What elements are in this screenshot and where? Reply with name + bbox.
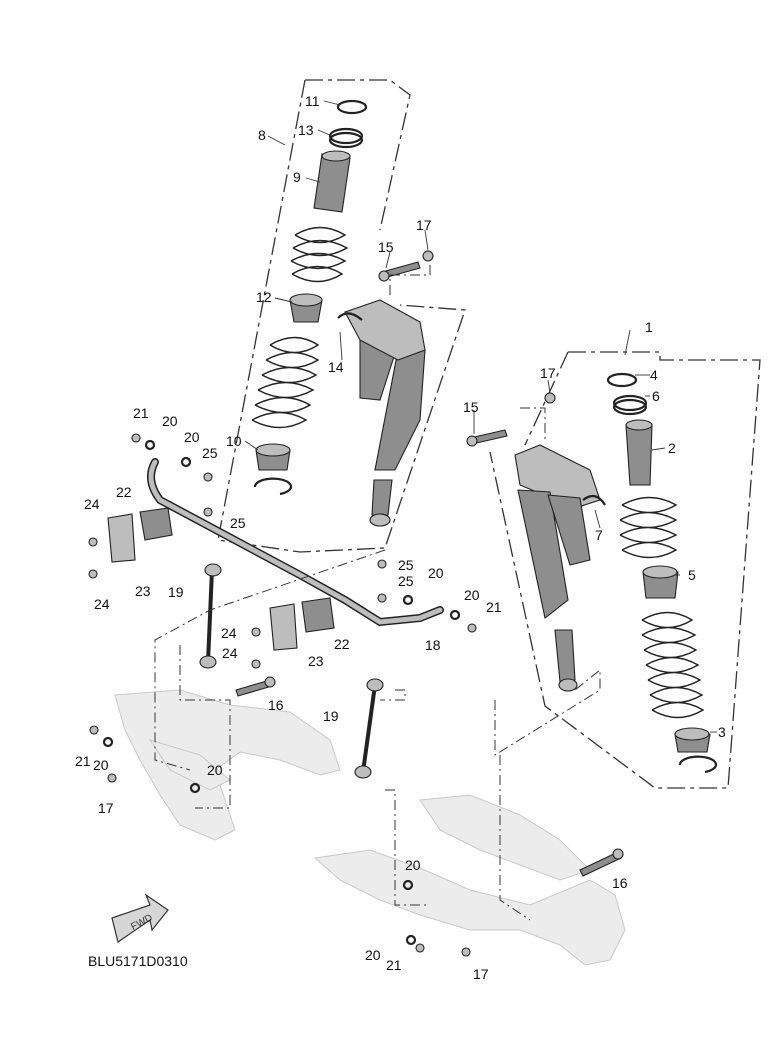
stabilizer-bushing-22-left (107, 507, 173, 563)
stabilizer-link-19-left (199, 563, 222, 669)
callout-10: 10 (226, 433, 242, 449)
callout-13: 13 (298, 122, 314, 138)
callout-20-e: 20 (93, 757, 109, 773)
callout-2: 2 (668, 440, 676, 456)
callout-23-left: 23 (135, 583, 151, 599)
callout-4: 4 (650, 367, 658, 383)
left-spring-seat-10 (253, 443, 293, 496)
left-spring-stopper-12 (289, 293, 323, 323)
callout-17-left-bottom: 17 (98, 800, 114, 816)
left-hose-clamp-14 (337, 312, 363, 321)
callout-12: 12 (256, 289, 272, 305)
callout-5: 5 (688, 567, 696, 583)
leader-lines (244, 100, 717, 733)
callout-22-right: 22 (334, 636, 350, 652)
callout-20-h: 20 (365, 947, 381, 963)
callout-20-c: 20 (428, 565, 444, 581)
left-upper-spring (290, 226, 349, 283)
callout-15-left: 15 (378, 239, 394, 255)
callout-11: 11 (305, 93, 320, 109)
callout-6: 6 (652, 388, 660, 404)
group-frame-left-shock (217, 79, 466, 553)
bolt-16-left (235, 676, 276, 697)
callout-7: 7 (595, 527, 603, 543)
left-lower-spring (251, 336, 320, 429)
right-hose-clamp-7 (582, 494, 606, 506)
right-spring-retainer-ring-4 (606, 372, 638, 388)
callout-15-right: 15 (463, 399, 479, 415)
nut-17-left (422, 250, 434, 262)
stabilizer-link-19-right (354, 678, 384, 779)
stabilizer-bushing-22-right (269, 597, 335, 651)
callout-1: 1 (645, 319, 653, 335)
left-spring-collar-13 (328, 127, 364, 149)
group-frame-right-shock (489, 351, 761, 789)
callout-17-right-bottom: 17 (473, 966, 489, 982)
fwd-arrow-icon: FWD (111, 893, 169, 943)
left-spring-retainer-ring-11 (336, 99, 368, 115)
callout-3: 3 (718, 724, 726, 740)
callout-21-a: 21 (133, 405, 149, 421)
callout-16-left: 16 (268, 697, 284, 713)
callouts: 1 2 3 4 5 6 7 8 9 10 11 12 13 14 15 15 1… (75, 93, 726, 982)
callout-20-a: 20 (162, 413, 178, 429)
right-shock-body (514, 444, 601, 692)
callout-24-c: 24 (221, 625, 237, 641)
left-shock-body (344, 299, 426, 527)
callout-20-g: 20 (405, 857, 421, 873)
connection-lines (154, 262, 601, 921)
callout-20-d: 20 (464, 587, 480, 603)
callout-25-c: 25 (398, 557, 414, 573)
bolt-16-right (579, 848, 624, 877)
right-lower-spring (641, 611, 705, 719)
callout-25-d: 25 (398, 573, 414, 589)
callout-9: 9 (293, 169, 301, 185)
right-upper-spring (619, 496, 678, 559)
callout-24-a: 24 (84, 496, 100, 512)
left-spring-guide-9 (313, 150, 351, 213)
callout-21-b: 21 (486, 599, 502, 615)
callout-21-d: 21 (386, 957, 402, 973)
callout-23-right: 23 (308, 653, 324, 669)
callout-18: 18 (425, 637, 441, 653)
diagram-code: BLU5171D0310 (88, 953, 188, 969)
callout-25-a: 25 (202, 445, 218, 461)
right-spring-seat-3 (674, 727, 718, 774)
bolt-15-left (378, 261, 421, 282)
callout-8: 8 (258, 127, 266, 143)
callout-22-left: 22 (116, 484, 132, 500)
callout-14: 14 (328, 359, 344, 375)
right-spring-guide-2 (625, 419, 653, 486)
callout-24-d: 24 (222, 645, 238, 661)
callout-20-b: 20 (184, 429, 200, 445)
callout-20-f: 20 (207, 762, 223, 778)
callout-17-left-top: 17 (416, 217, 432, 233)
callout-19-right: 19 (323, 708, 339, 724)
lower-a-arm-right-ghost (313, 794, 626, 966)
callout-19-left: 19 (168, 584, 184, 600)
bolt-15-right (466, 429, 508, 447)
lower-a-arm-left-ghost (114, 689, 341, 841)
callout-16-right: 16 (612, 875, 628, 891)
right-spring-collar-6 (612, 394, 648, 416)
small-hardware (88, 433, 477, 957)
callout-24-b: 24 (94, 596, 110, 612)
stabilizer-bar-18 (147, 458, 444, 627)
callout-25-b: 25 (230, 515, 246, 531)
callout-17-right-top: 17 (540, 365, 556, 381)
callout-21-c: 21 (75, 753, 91, 769)
right-spring-stopper-5 (642, 565, 679, 599)
nut-17-right (544, 392, 556, 404)
